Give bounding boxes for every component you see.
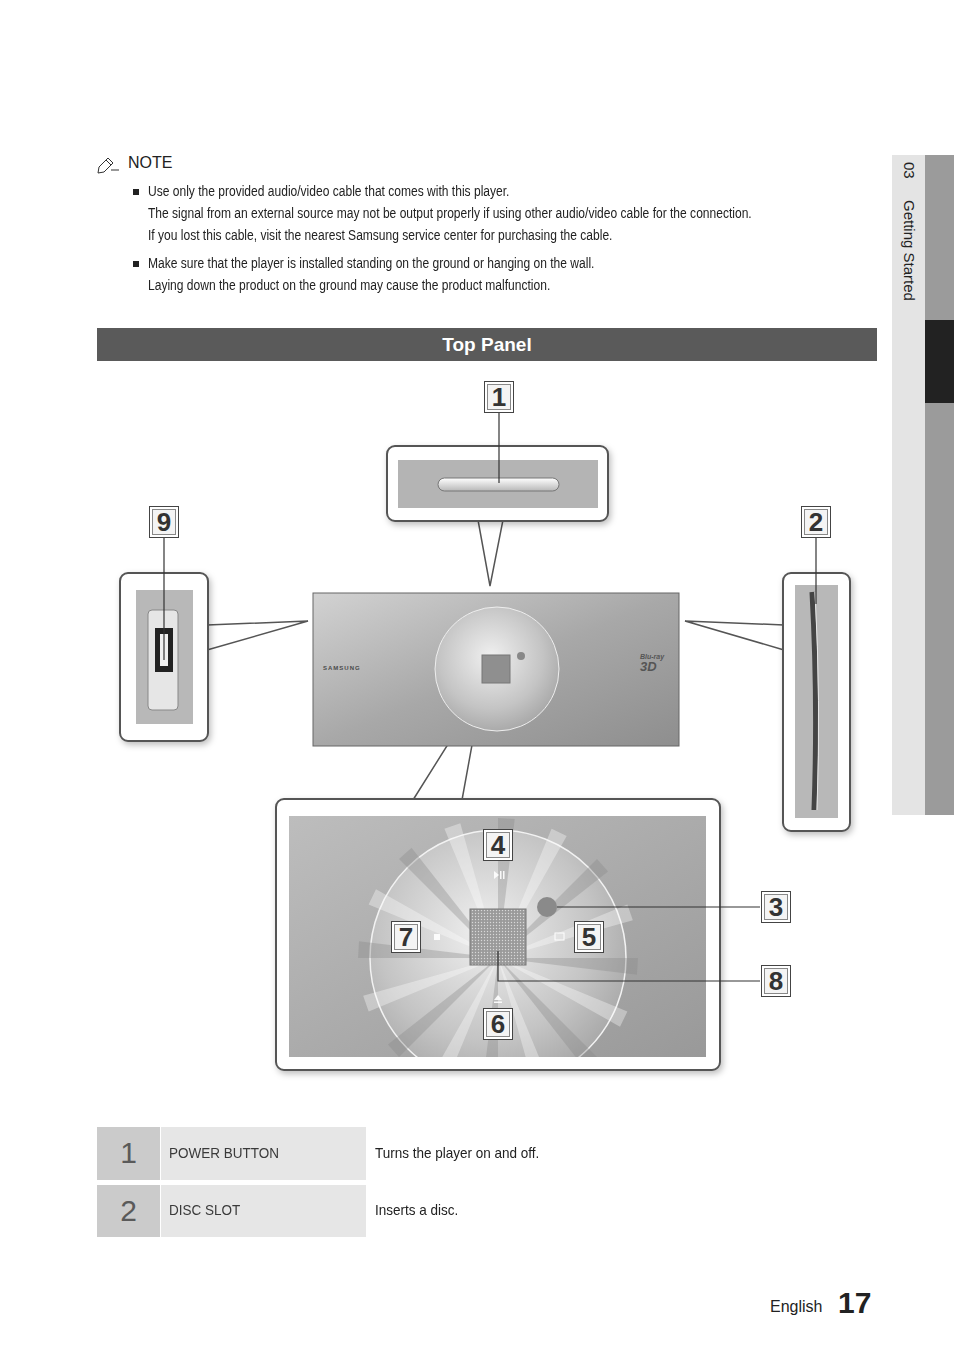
page-number: 17 [838,1286,871,1321]
node-text: 3 [769,894,783,920]
node-text: 2 [809,509,823,535]
side-tab-strip [925,155,954,815]
chapter-title: Getting Started [901,200,918,301]
note-text: Laying down the product on the ground ma… [148,277,550,293]
note-heading: NOTE [128,154,172,172]
callout-number: 5 [574,921,604,953]
note-text: If you lost this cable, visit the neares… [148,227,612,243]
side-tab [892,155,954,815]
note-text: The signal from an external source may n… [148,205,752,221]
callout-number: 6 [483,1008,513,1040]
node-text: Top Panel [442,334,531,356]
bullet [133,261,139,267]
format-logo: 3D [640,660,657,675]
node-text: 9 [157,509,171,535]
side-tab-marker [925,320,954,403]
note-icon [98,158,119,173]
zoom-pointers [207,520,784,800]
callout-number: 9 [149,506,179,538]
leader-lines [164,413,816,981]
slot-zoom [783,573,850,831]
spec-table [97,1127,366,1237]
node-text: 5 [582,924,596,950]
callout-number: 7 [391,921,421,953]
brand-logo: SAMSUNG [323,665,361,672]
part-description: Inserts a disc. [375,1201,458,1218]
part-name: DISC SLOT [169,1201,240,1218]
power-zoom [387,446,608,521]
node-text: 1 [492,384,506,410]
callout-number: 3 [761,891,791,923]
section-band: Top Panel [97,328,877,361]
control-zoom [276,799,720,1098]
part-description: Turns the player on and off. [375,1144,539,1161]
part-name: POWER BUTTON [169,1144,279,1161]
node-text: 7 [399,924,413,950]
disc-sheen [388,958,498,1057]
note-text: Make sure that the player is installed s… [148,255,594,271]
node-text: 6 [491,1011,505,1037]
row-number: 1 [97,1127,160,1180]
note-text: Use only the provided audio/video cable … [148,183,509,199]
node-text: 4 [491,832,505,858]
callout-number: 4 [483,829,513,861]
bullet [133,189,139,195]
node-text: 8 [769,968,783,994]
callout-number: 1 [484,381,514,413]
row-number: 2 [97,1185,160,1237]
chapter-number: 03 [901,162,918,179]
callout-number: 8 [761,965,791,997]
footer-language: English [770,1298,822,1316]
player-unit [313,593,679,746]
disc-sheen [363,958,498,1012]
callout-number: 2 [801,506,831,538]
